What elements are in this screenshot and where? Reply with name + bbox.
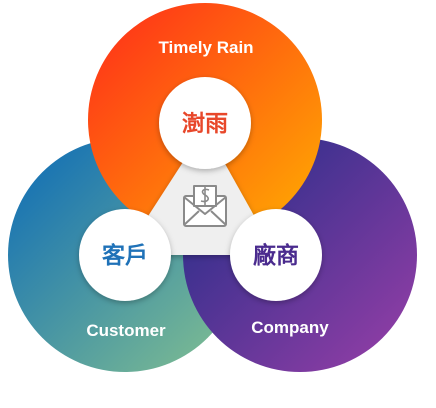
badge-customer <box>79 209 171 301</box>
label-company: Company <box>251 318 329 337</box>
label-customer: Customer <box>86 321 166 340</box>
badge-company <box>230 209 322 301</box>
label-company-zh: 廠商 <box>253 242 299 269</box>
badge-timely-rain <box>159 77 251 169</box>
label-timely-rain: Timely Rain <box>158 38 253 57</box>
label-customer-zh: 客戶 <box>102 242 148 269</box>
envelope-dollar-icon <box>183 185 227 227</box>
label-timely-rain-zh: 澍雨 <box>182 111 228 137</box>
